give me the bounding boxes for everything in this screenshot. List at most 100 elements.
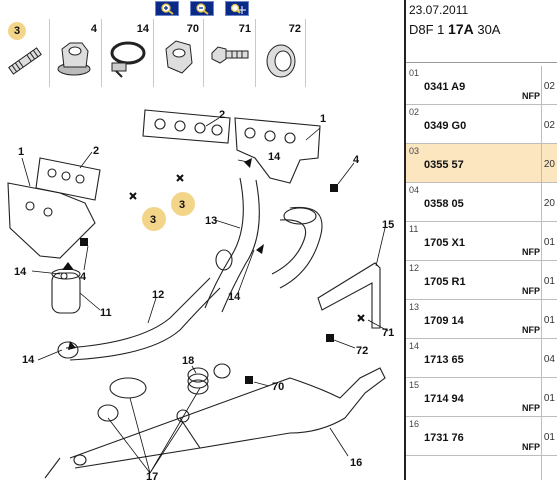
row-reference: 0358 05 — [424, 198, 464, 210]
row-reference: 0349 G0 — [424, 120, 467, 132]
label-14-a: 14 — [14, 266, 27, 278]
row-nfp: NFP — [522, 91, 540, 101]
part-thumb-number: 14 — [136, 23, 149, 35]
row-quantity: 01 — [543, 276, 555, 287]
engine-code-prefix: D8F 1 — [409, 22, 445, 37]
row-nfp: NFP — [522, 286, 540, 296]
parts-row[interactable]: 04 0358 05 20 — [406, 183, 557, 222]
part-thumb-72[interactable]: 72 — [256, 19, 306, 87]
flange-nut-icon — [57, 42, 91, 76]
label-3-right: 3 — [179, 199, 185, 211]
part-thumb-number: 3 — [8, 22, 26, 40]
row-reference: 0341 A9 — [424, 81, 466, 93]
row-index: 16 — [409, 419, 420, 429]
row-quantity: 01 — [543, 237, 555, 248]
part-thumb-number: 70 — [186, 23, 199, 35]
row-quantity: 01 — [543, 393, 555, 404]
parts-thumbnail-bar: 3 4 14 — [0, 19, 404, 87]
label-18: 18 — [182, 355, 194, 367]
row-index: 01 — [409, 68, 420, 78]
row-quantity: 04 — [543, 354, 555, 365]
part-thumb-3[interactable]: 3 — [0, 19, 50, 87]
stud-bolt-icon — [8, 47, 42, 75]
label-14-b: 14 — [22, 354, 35, 366]
parts-row[interactable]: 15 1714 94 NFP 01 — [406, 378, 557, 417]
label-13: 13 — [205, 215, 217, 227]
label-12: 12 — [152, 289, 164, 301]
row-index: 02 — [409, 107, 420, 117]
parts-list: 01 0341 A9 NFP 02 02 0349 G0 02 03 0355 … — [406, 66, 557, 456]
part-thumb-number: 71 — [238, 23, 251, 35]
hex-nut-icon — [165, 40, 193, 74]
row-index: 03 — [409, 146, 420, 156]
callout-3-left[interactable] — [142, 207, 166, 231]
quantity-column-separator — [541, 66, 542, 480]
parts-header: 23.07.2011 D8F 1 17A 30A — [406, 0, 557, 63]
hex-bolt-icon — [211, 46, 249, 64]
parts-row[interactable]: 12 1705 R1 NFP 01 — [406, 261, 557, 300]
panel-divider — [404, 0, 406, 480]
label-16: 16 — [350, 457, 362, 469]
zoom-out-icon — [196, 3, 209, 15]
row-index: 11 — [409, 224, 419, 234]
parts-row[interactable]: 01 0341 A9 NFP 02 — [406, 66, 557, 105]
parts-row[interactable]: 14 1713 65 04 — [406, 339, 557, 378]
row-quantity: 20 — [543, 159, 555, 170]
part-thumb-number: 72 — [288, 23, 301, 35]
label-1-right: 1 — [320, 113, 326, 125]
zoom-out-button[interactable] — [190, 1, 214, 16]
row-index: 14 — [409, 341, 420, 351]
row-nfp: NFP — [522, 247, 540, 257]
row-reference: 1714 94 — [424, 393, 464, 405]
row-reference: 0355 57 — [424, 159, 464, 171]
part-thumb-4[interactable]: 4 — [50, 19, 102, 87]
label-15: 15 — [382, 219, 394, 231]
row-reference: 1713 65 — [424, 354, 464, 366]
engine-code: D8F 1 17A 30A — [409, 21, 500, 37]
zoom-in-button[interactable] — [155, 1, 179, 16]
row-quantity: 02 — [543, 120, 555, 131]
zoom-pan-icon — [230, 3, 246, 14]
row-nfp: NFP — [522, 325, 540, 335]
diagram-panel: 3 4 14 — [0, 0, 404, 480]
part-thumb-71[interactable]: 71 — [204, 19, 256, 87]
row-index: 12 — [409, 263, 420, 273]
parts-row[interactable]: 11 1705 X1 NFP 01 — [406, 222, 557, 261]
part-thumb-14[interactable]: 14 — [102, 19, 154, 87]
part-thumb-number: 4 — [90, 23, 97, 35]
zoom-in-icon — [161, 3, 174, 15]
label-71: 71 — [382, 327, 394, 339]
label-4-left: 4 — [80, 271, 87, 283]
row-index: 04 — [409, 185, 420, 195]
callout-3-right[interactable] — [171, 192, 195, 216]
zoom-pan-button[interactable] — [225, 1, 249, 16]
parts-row-selected[interactable]: 03 0355 57 20 — [406, 144, 557, 183]
engine-code-suffix: 30A — [477, 22, 501, 37]
row-reference: 1731 76 — [424, 432, 464, 444]
label-14-d: 14 — [268, 151, 281, 163]
label-1-left: 1 — [18, 146, 24, 158]
label-2-left: 2 — [93, 145, 99, 157]
label-2-right: 2 — [219, 109, 225, 121]
label-70: 70 — [272, 381, 284, 393]
label-3-left: 3 — [150, 214, 156, 226]
catalog-date: 23.07.2011 — [409, 3, 469, 17]
diagram-toolbar — [0, 0, 404, 18]
parts-row[interactable]: 02 0349 G0 02 — [406, 105, 557, 144]
row-quantity: 01 — [543, 315, 555, 326]
parts-row[interactable]: 16 1731 76 NFP 01 — [406, 417, 557, 456]
washer-nut-icon — [266, 44, 296, 78]
row-index: 15 — [409, 380, 420, 390]
label-14-c: 14 — [228, 291, 241, 303]
row-reference: 1705 X1 — [424, 237, 465, 249]
row-nfp: NFP — [522, 442, 540, 452]
label-11: 11 — [100, 307, 112, 319]
row-quantity: 20 — [543, 198, 555, 209]
row-quantity: 01 — [543, 432, 555, 443]
exploded-view-diagram: 1 1 2 2 3 3 4 4 11 12 13 14 14 14 14 15 … — [0, 88, 404, 480]
row-nfp: NFP — [522, 403, 540, 413]
part-thumb-70[interactable]: 70 — [154, 19, 204, 87]
label-17: 17 — [146, 471, 158, 480]
label-4-right: 4 — [353, 154, 360, 166]
parts-row[interactable]: 13 1709 14 NFP 01 — [406, 300, 557, 339]
